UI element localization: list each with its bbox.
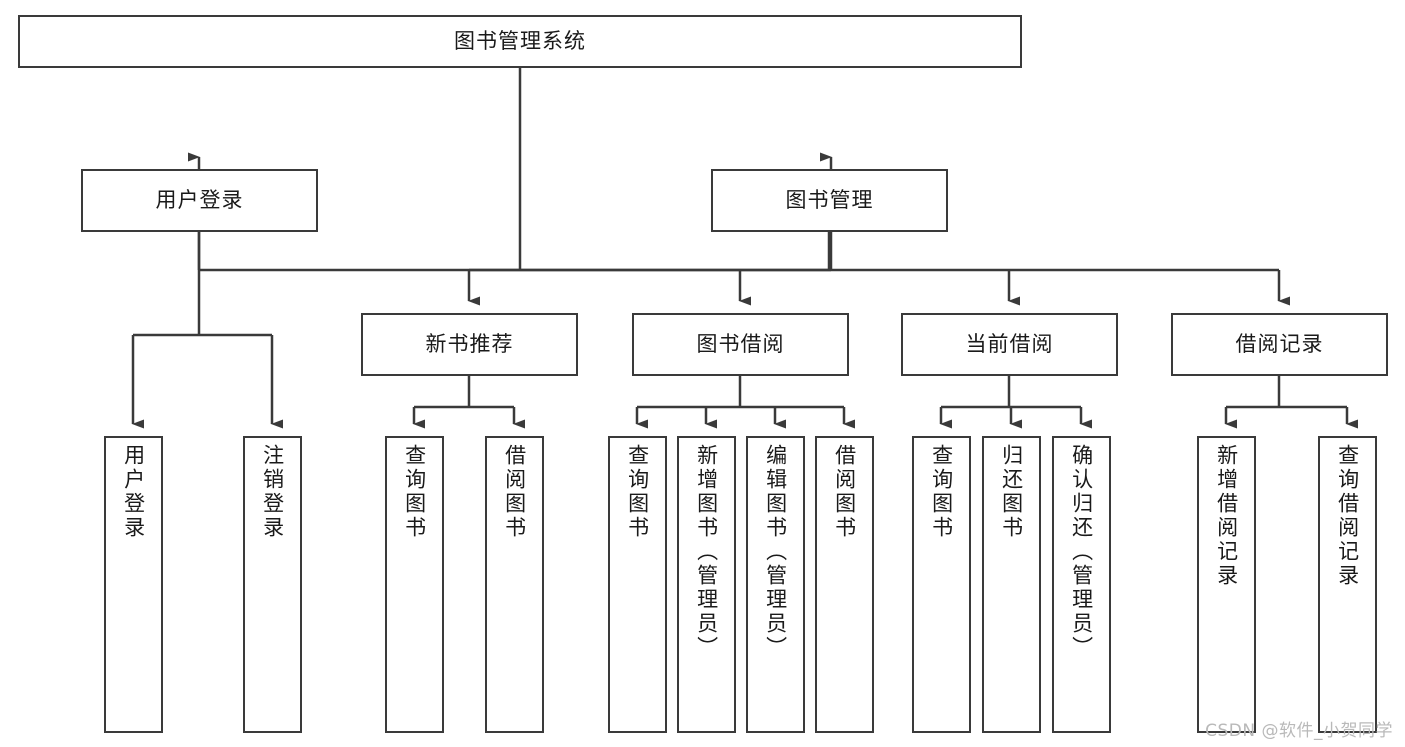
leaf-return-book-label: 归还图书 <box>999 444 1024 540</box>
node-book-borrow[interactable]: 图书借阅 <box>632 313 849 376</box>
leaf-borrow-book-2-label: 借阅图书 <box>832 444 857 540</box>
watermark: CSDN @软件_小贺同学 <box>1205 721 1393 741</box>
leaf-borrow-book-1[interactable]: 借阅图书 <box>485 436 544 733</box>
node-root-label: 图书管理系统 <box>454 28 586 53</box>
node-user-login-label: 用户登录 <box>155 187 244 212</box>
leaf-add-book-admin[interactable]: 新增图书（管理员） <box>677 436 736 733</box>
node-new-book-recommend-label: 新书推荐 <box>425 331 514 356</box>
leaf-query-borrow-record-label: 查询借阅记录 <box>1335 444 1360 588</box>
node-borrow-record[interactable]: 借阅记录 <box>1171 313 1388 376</box>
node-user-login[interactable]: 用户登录 <box>81 169 318 232</box>
node-current-borrow-label: 当前借阅 <box>965 331 1054 356</box>
leaf-confirm-return-admin-label: 确认归还（管理员） <box>1069 444 1094 660</box>
leaf-edit-book-admin[interactable]: 编辑图书（管理员） <box>746 436 805 733</box>
node-book-manage[interactable]: 图书管理 <box>711 169 948 232</box>
leaf-borrow-book-2[interactable]: 借阅图书 <box>815 436 874 733</box>
leaf-return-book[interactable]: 归还图书 <box>982 436 1041 733</box>
leaf-borrow-book-1-label: 借阅图书 <box>502 444 527 540</box>
leaf-query-book-2-label: 查询图书 <box>625 444 650 540</box>
leaf-user-login-label: 用户登录 <box>121 444 146 540</box>
leaf-logout-login-label: 注销登录 <box>260 444 285 540</box>
leaf-query-book-3[interactable]: 查询图书 <box>912 436 971 733</box>
leaf-query-book-2[interactable]: 查询图书 <box>608 436 667 733</box>
node-current-borrow[interactable]: 当前借阅 <box>901 313 1118 376</box>
leaf-add-book-admin-label: 新增图书（管理员） <box>694 444 719 660</box>
node-borrow-record-label: 借阅记录 <box>1235 331 1324 356</box>
leaf-query-book-1[interactable]: 查询图书 <box>385 436 444 733</box>
leaf-add-borrow-record[interactable]: 新增借阅记录 <box>1197 436 1256 733</box>
leaf-add-borrow-record-label: 新增借阅记录 <box>1214 444 1239 588</box>
leaf-logout-login[interactable]: 注销登录 <box>243 436 302 733</box>
leaf-edit-book-admin-label: 编辑图书（管理员） <box>763 444 788 660</box>
leaf-confirm-return-admin[interactable]: 确认归还（管理员） <box>1052 436 1111 733</box>
leaf-query-borrow-record[interactable]: 查询借阅记录 <box>1318 436 1377 733</box>
node-book-borrow-label: 图书借阅 <box>696 331 785 356</box>
leaf-query-book-3-label: 查询图书 <box>929 444 954 540</box>
leaf-query-book-1-label: 查询图书 <box>402 444 427 540</box>
node-new-book-recommend[interactable]: 新书推荐 <box>361 313 578 376</box>
leaf-user-login[interactable]: 用户登录 <box>104 436 163 733</box>
node-root[interactable]: 图书管理系统 <box>18 15 1022 68</box>
node-book-manage-label: 图书管理 <box>785 187 874 212</box>
